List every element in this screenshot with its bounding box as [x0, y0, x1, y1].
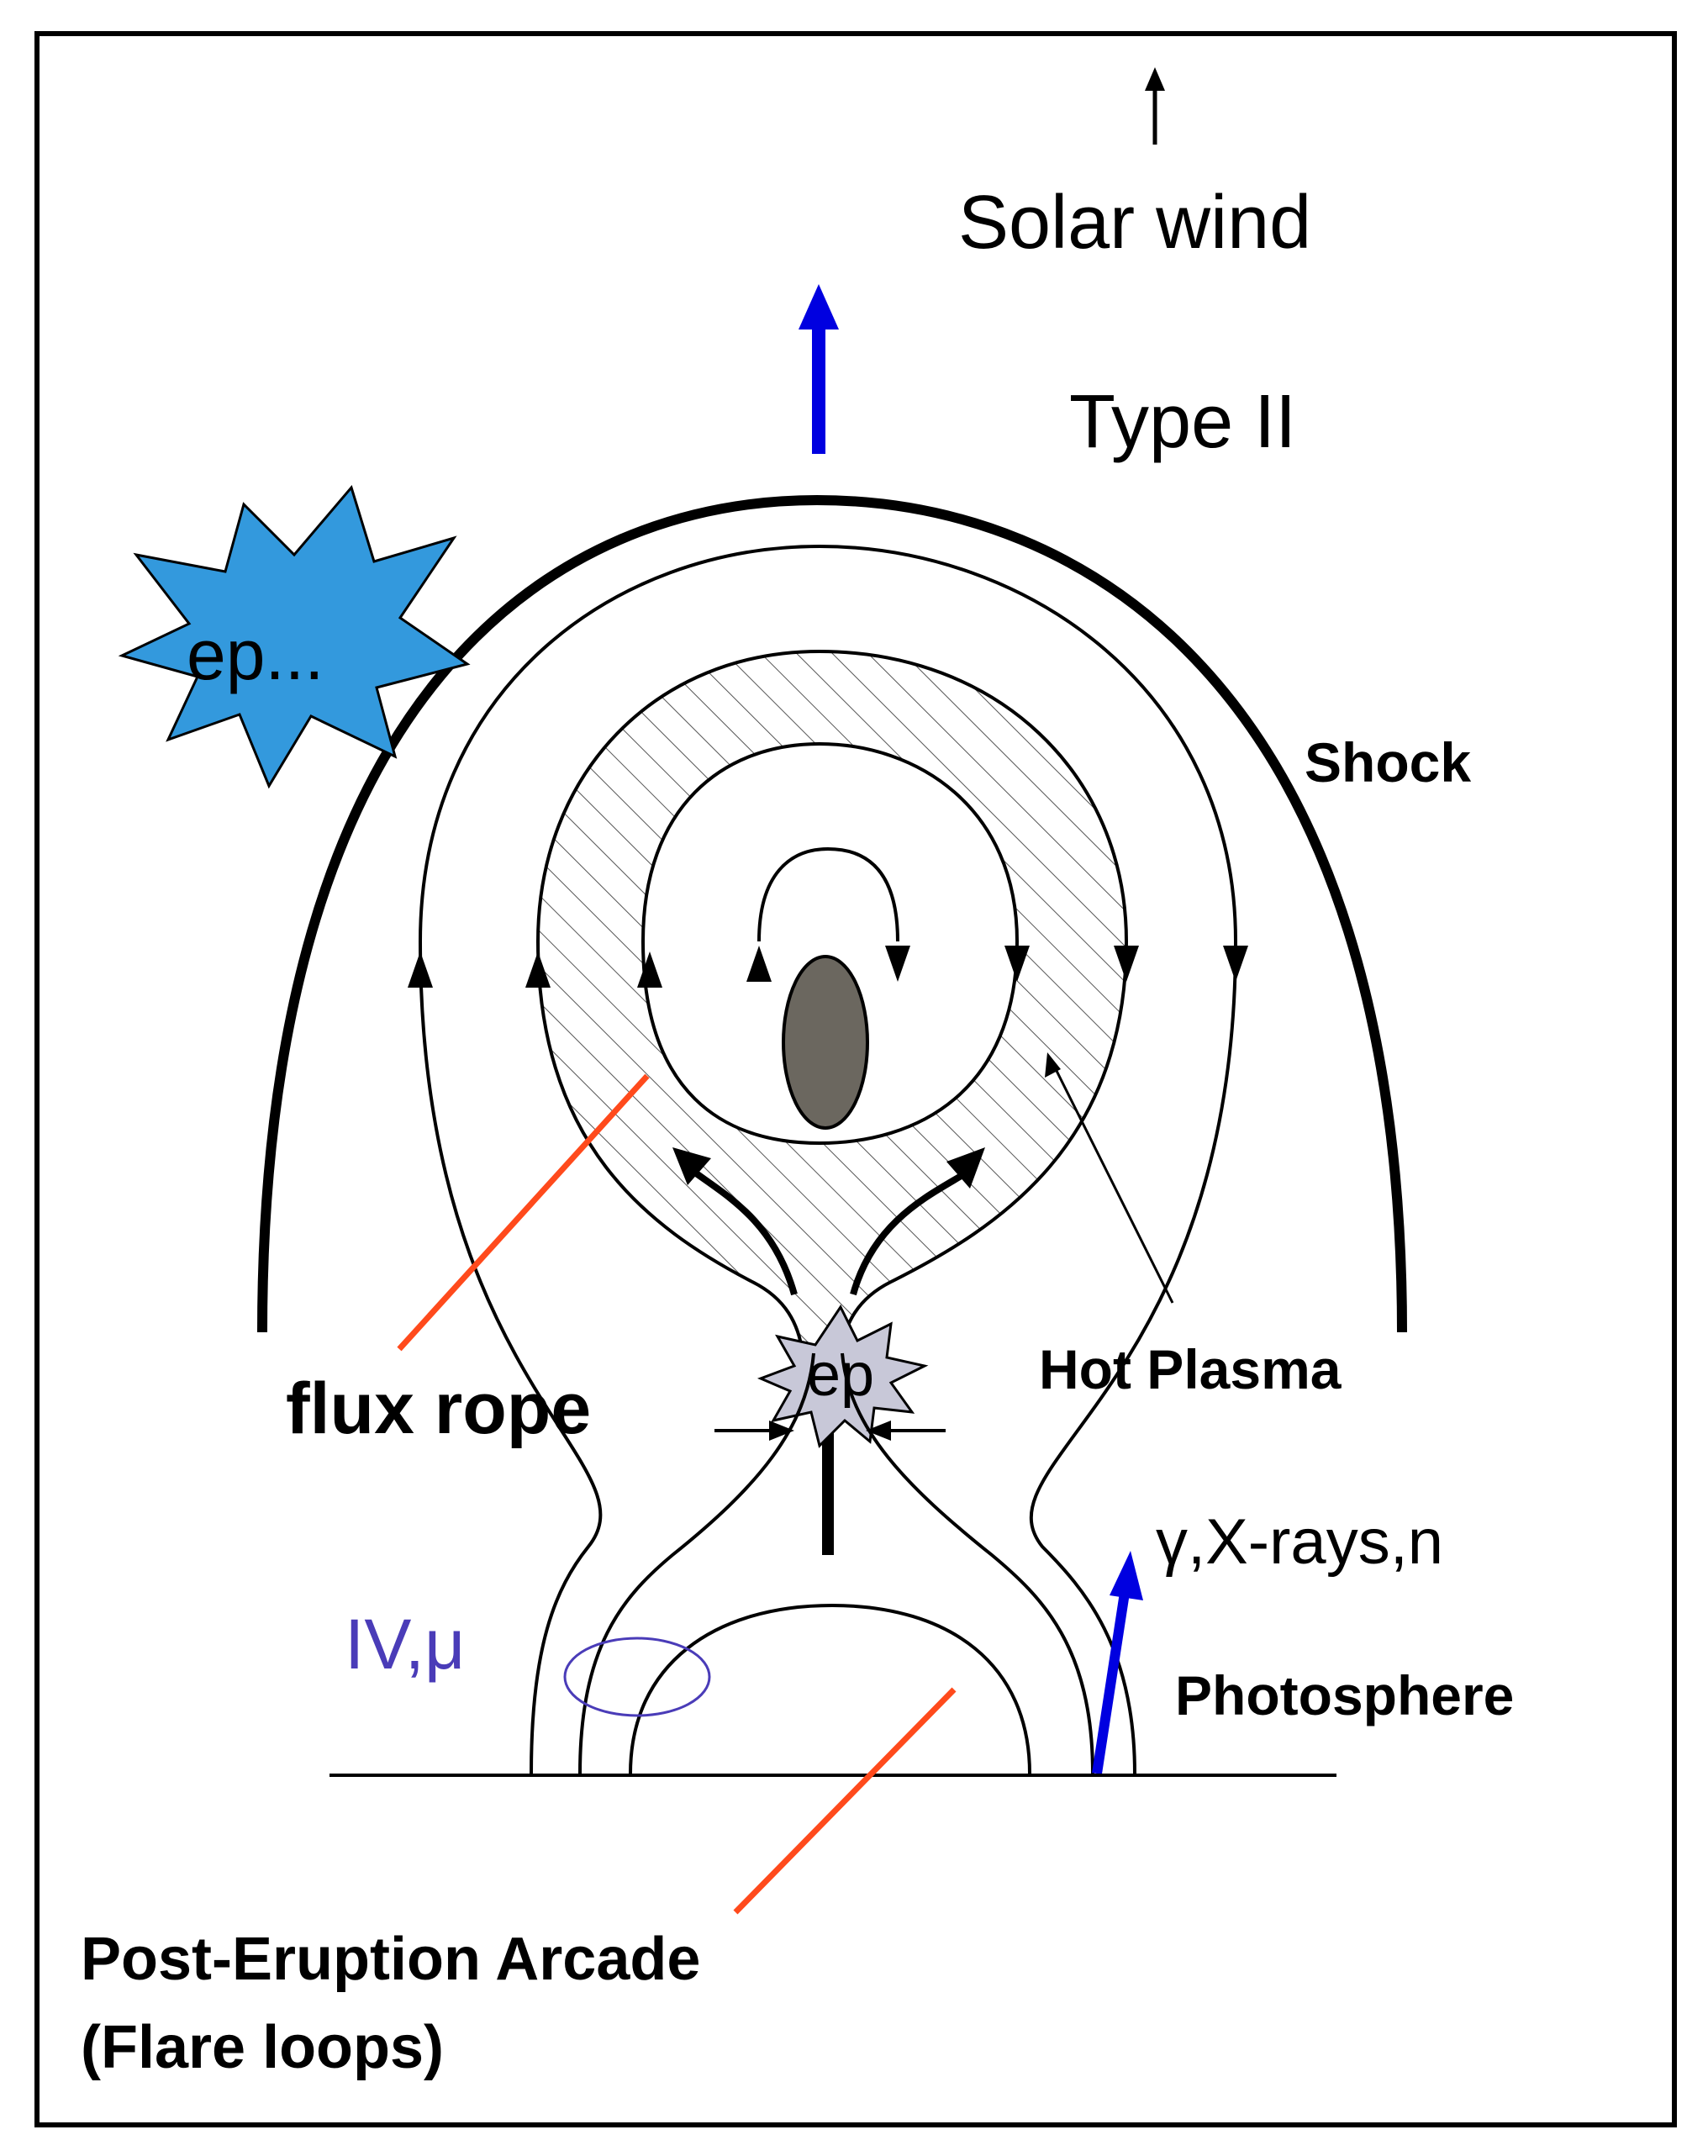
- hot-plasma-label: Hot Plasma: [1039, 1338, 1342, 1400]
- reconnection-outflow-arrows: [672, 1147, 985, 1296]
- shock-label: Shock: [1305, 731, 1471, 793]
- flux-rope-label: flux rope: [286, 1368, 591, 1449]
- flare-loops-label: (Flare loops): [81, 2014, 444, 2081]
- flux-rope-pointer: [397, 1073, 650, 1352]
- filament-ellipse: [782, 955, 869, 1130]
- cme-propagation-arrow: [799, 284, 839, 454]
- gamma-xray-label: γ,X-rays,n: [1156, 1506, 1443, 1578]
- ep-burst-label: ep...: [187, 615, 324, 694]
- post-eruption-label: Post-Eruption Arcade: [81, 1926, 700, 1993]
- diagram-frame: [34, 31, 1677, 2127]
- gamma-xray-arrow: [1092, 1551, 1143, 1774]
- post-eruption-pointer: [733, 1687, 957, 1915]
- inner-field-line-1: [640, 741, 1020, 1146]
- solar-wind-label: Solar wind: [958, 181, 1311, 265]
- inner-curl: [757, 846, 899, 942]
- ep-center-label: ep: [807, 1342, 874, 1409]
- lower-field-line-right: [841, 1352, 1094, 1774]
- ep-burst-star: [118, 484, 471, 789]
- lower-field-line-left: [578, 1352, 815, 1774]
- solar-wind-arrow: [1145, 67, 1165, 145]
- iv-emission-ellipse: [563, 1637, 711, 1717]
- inflow-arrows: [714, 1421, 946, 1441]
- field-line-arrowheads: [408, 946, 1248, 988]
- ep-center-burst: [756, 1305, 929, 1448]
- outer-field-line: [418, 544, 1238, 1774]
- iv-mu-label: IV,μ: [345, 1605, 465, 1684]
- shock-front: [257, 494, 1407, 1333]
- hot-plasma-pointer: [1045, 1052, 1174, 1304]
- type-ii-label: Type II: [1069, 380, 1296, 464]
- post-eruption-arcade-loop: [629, 1603, 1031, 1774]
- photosphere-label: Photosphere: [1175, 1664, 1514, 1726]
